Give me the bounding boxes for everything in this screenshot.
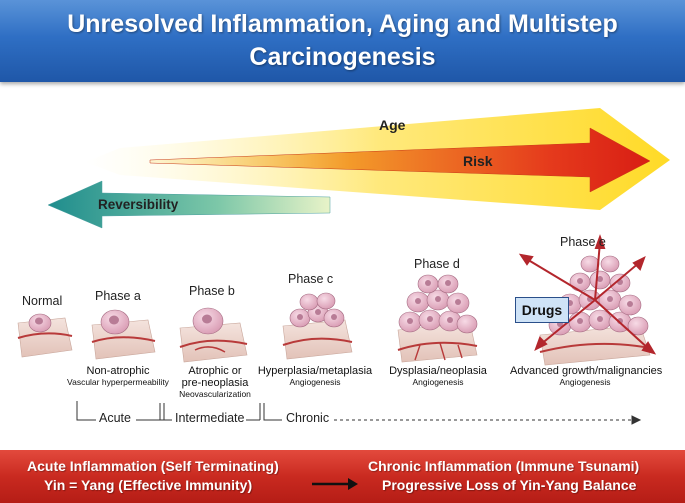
caption-a-sub: Vascular hyperpermeability xyxy=(67,377,169,387)
phase-c-label: Phase c xyxy=(288,272,334,286)
phase-normal-label: Normal xyxy=(22,294,63,308)
caption-a-main: Non-atrophic xyxy=(86,365,150,377)
phase-b-tissue xyxy=(179,307,248,363)
caption-d-sub: Angiogenesis xyxy=(412,377,464,387)
phase-a-tissue xyxy=(91,309,156,360)
phase-e-label: Phase e xyxy=(560,235,606,249)
caption-d-main: Dysplasia/neoplasia xyxy=(389,365,487,377)
caption-e: Advanced growth/malignancies Angiogenesi… xyxy=(510,365,663,387)
caption-a: Non-atrophic Vascular hyperpermeability xyxy=(58,365,178,387)
phase-b-label: Phase b xyxy=(189,284,235,298)
bottom-right-line-2: Progressive Loss of Yin-Yang Balance xyxy=(382,477,637,493)
phase-a-label: Phase a xyxy=(95,289,141,303)
caption-e-main: Advanced growth/malignancies xyxy=(510,365,663,377)
bottom-right-line-1: Chronic Inflammation (Immune Tsunami) xyxy=(368,458,640,474)
caption-c-sub: Angiogenesis xyxy=(289,377,341,387)
timeline-acute: Acute xyxy=(97,411,133,425)
timeline-intermediate: Intermediate xyxy=(173,411,247,425)
phase-c-tissue xyxy=(282,292,353,360)
normal-tissue xyxy=(17,313,73,358)
risk-label: Risk xyxy=(463,153,493,169)
diagram-canvas xyxy=(17,108,670,425)
caption-d: Dysplasia/neoplasia Angiogenesis xyxy=(383,365,493,387)
caption-b-sub: Neovascularization xyxy=(179,389,251,399)
bottom-left-line-2: Yin = Yang (Effective Immunity) xyxy=(44,477,253,493)
bottom-arrow-icon xyxy=(312,478,358,490)
bottom-banner: Acute Inflammation (Self Terminating) Yi… xyxy=(0,450,685,503)
title-line-1: Unresolved Inflammation, Aging and Multi… xyxy=(67,10,618,38)
title-line-2: Carcinogenesis xyxy=(249,43,436,71)
phase-d-tissue xyxy=(397,274,478,363)
phase-d-label: Phase d xyxy=(414,257,460,271)
timeline xyxy=(76,401,642,425)
bottom-left-line-1: Acute Inflammation (Self Terminating) xyxy=(27,458,279,474)
title-banner: Unresolved Inflammation, Aging and Multi… xyxy=(0,0,685,82)
reversibility-label: Reversibility xyxy=(98,197,179,212)
caption-c-main: Hyperplasia/metaplasia xyxy=(257,365,373,377)
caption-b-main2: pre-neoplasia xyxy=(181,377,249,389)
caption-b-main1: Atrophic or xyxy=(188,365,242,377)
risk-arrow xyxy=(149,127,651,193)
caption-b: Atrophic or pre-neoplasia Neovasculariza… xyxy=(160,365,270,399)
reversibility-arrow xyxy=(47,180,331,229)
caption-c: Hyperplasia/metaplasia Angiogenesis xyxy=(255,365,375,387)
age-label: Age xyxy=(379,117,406,133)
caption-e-sub: Angiogenesis xyxy=(559,377,611,387)
drugs-box: Drugs xyxy=(515,297,569,323)
timeline-chronic: Chronic xyxy=(284,411,332,425)
